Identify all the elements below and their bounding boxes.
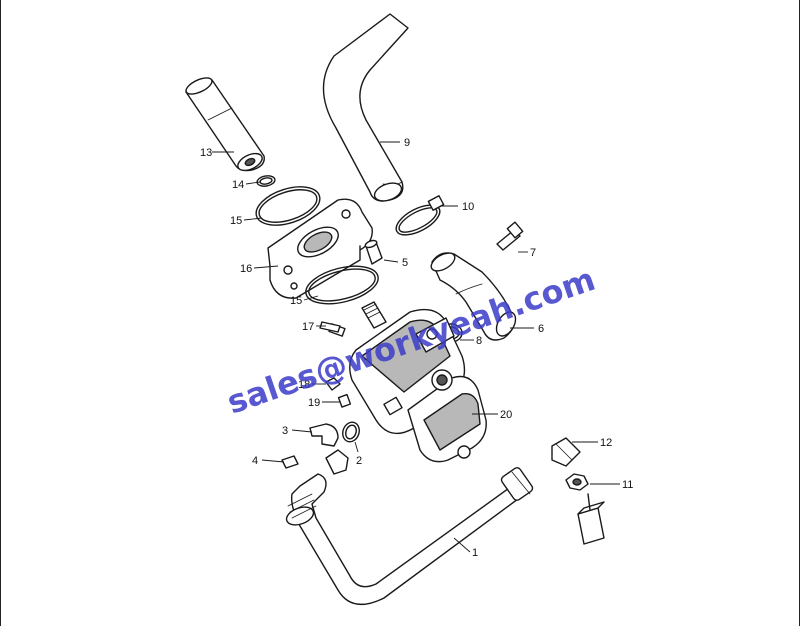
callout-labels: 13 14 15 16 15 17 18 19 3 4 2 1 5 6 8 9 …	[200, 137, 633, 559]
part-18-nut	[325, 377, 341, 391]
callout-15-lower: 15	[290, 295, 302, 307]
callout-15-upper: 15	[230, 215, 242, 227]
part-9-bent-hose	[322, 13, 409, 202]
callout-16: 16	[240, 263, 252, 275]
part-4-bolt	[281, 455, 299, 469]
part-19-cap	[337, 393, 352, 408]
callout-4: 4	[252, 455, 258, 467]
part-16-flange	[267, 198, 373, 299]
callout-2: 2	[356, 455, 362, 467]
part-1-hose-assembly	[285, 467, 534, 606]
part-11-nut	[565, 473, 589, 491]
part-5-bolt	[364, 239, 383, 265]
part-3-elbow-fitting	[309, 423, 339, 447]
callout-11: 11	[622, 479, 633, 491]
callout-17: 17	[302, 321, 314, 333]
part-14-small-oring	[256, 175, 276, 187]
part-13-tube	[185, 77, 265, 172]
callout-14: 14	[232, 179, 244, 191]
part-12-fitting	[551, 437, 581, 467]
callout-18: 18	[298, 379, 310, 391]
part-15-upper-oring	[255, 186, 321, 226]
callout-6: 6	[538, 323, 544, 335]
callout-12: 12	[600, 437, 612, 449]
leader-lines	[212, 141, 620, 553]
part-2-oring	[342, 421, 360, 443]
part-adapter-fitting	[325, 449, 349, 475]
callout-3: 3	[282, 425, 288, 437]
part-17-stud	[319, 321, 341, 333]
callout-10: 10	[462, 201, 474, 213]
callout-7: 7	[530, 247, 536, 259]
callout-19: 19	[308, 397, 320, 409]
callout-9: 9	[404, 137, 410, 149]
callout-1: 1	[472, 547, 478, 559]
part-20-pump-assembly	[328, 301, 487, 463]
sensor-block	[577, 493, 605, 545]
callout-20: 20	[500, 409, 512, 421]
callout-13: 13	[200, 147, 212, 159]
callout-8: 8	[476, 335, 482, 347]
part-15-lower-oring	[305, 265, 379, 305]
callout-5: 5	[402, 257, 408, 269]
part-10-hose-clamp	[395, 195, 445, 236]
part-7-bolt	[496, 221, 524, 251]
